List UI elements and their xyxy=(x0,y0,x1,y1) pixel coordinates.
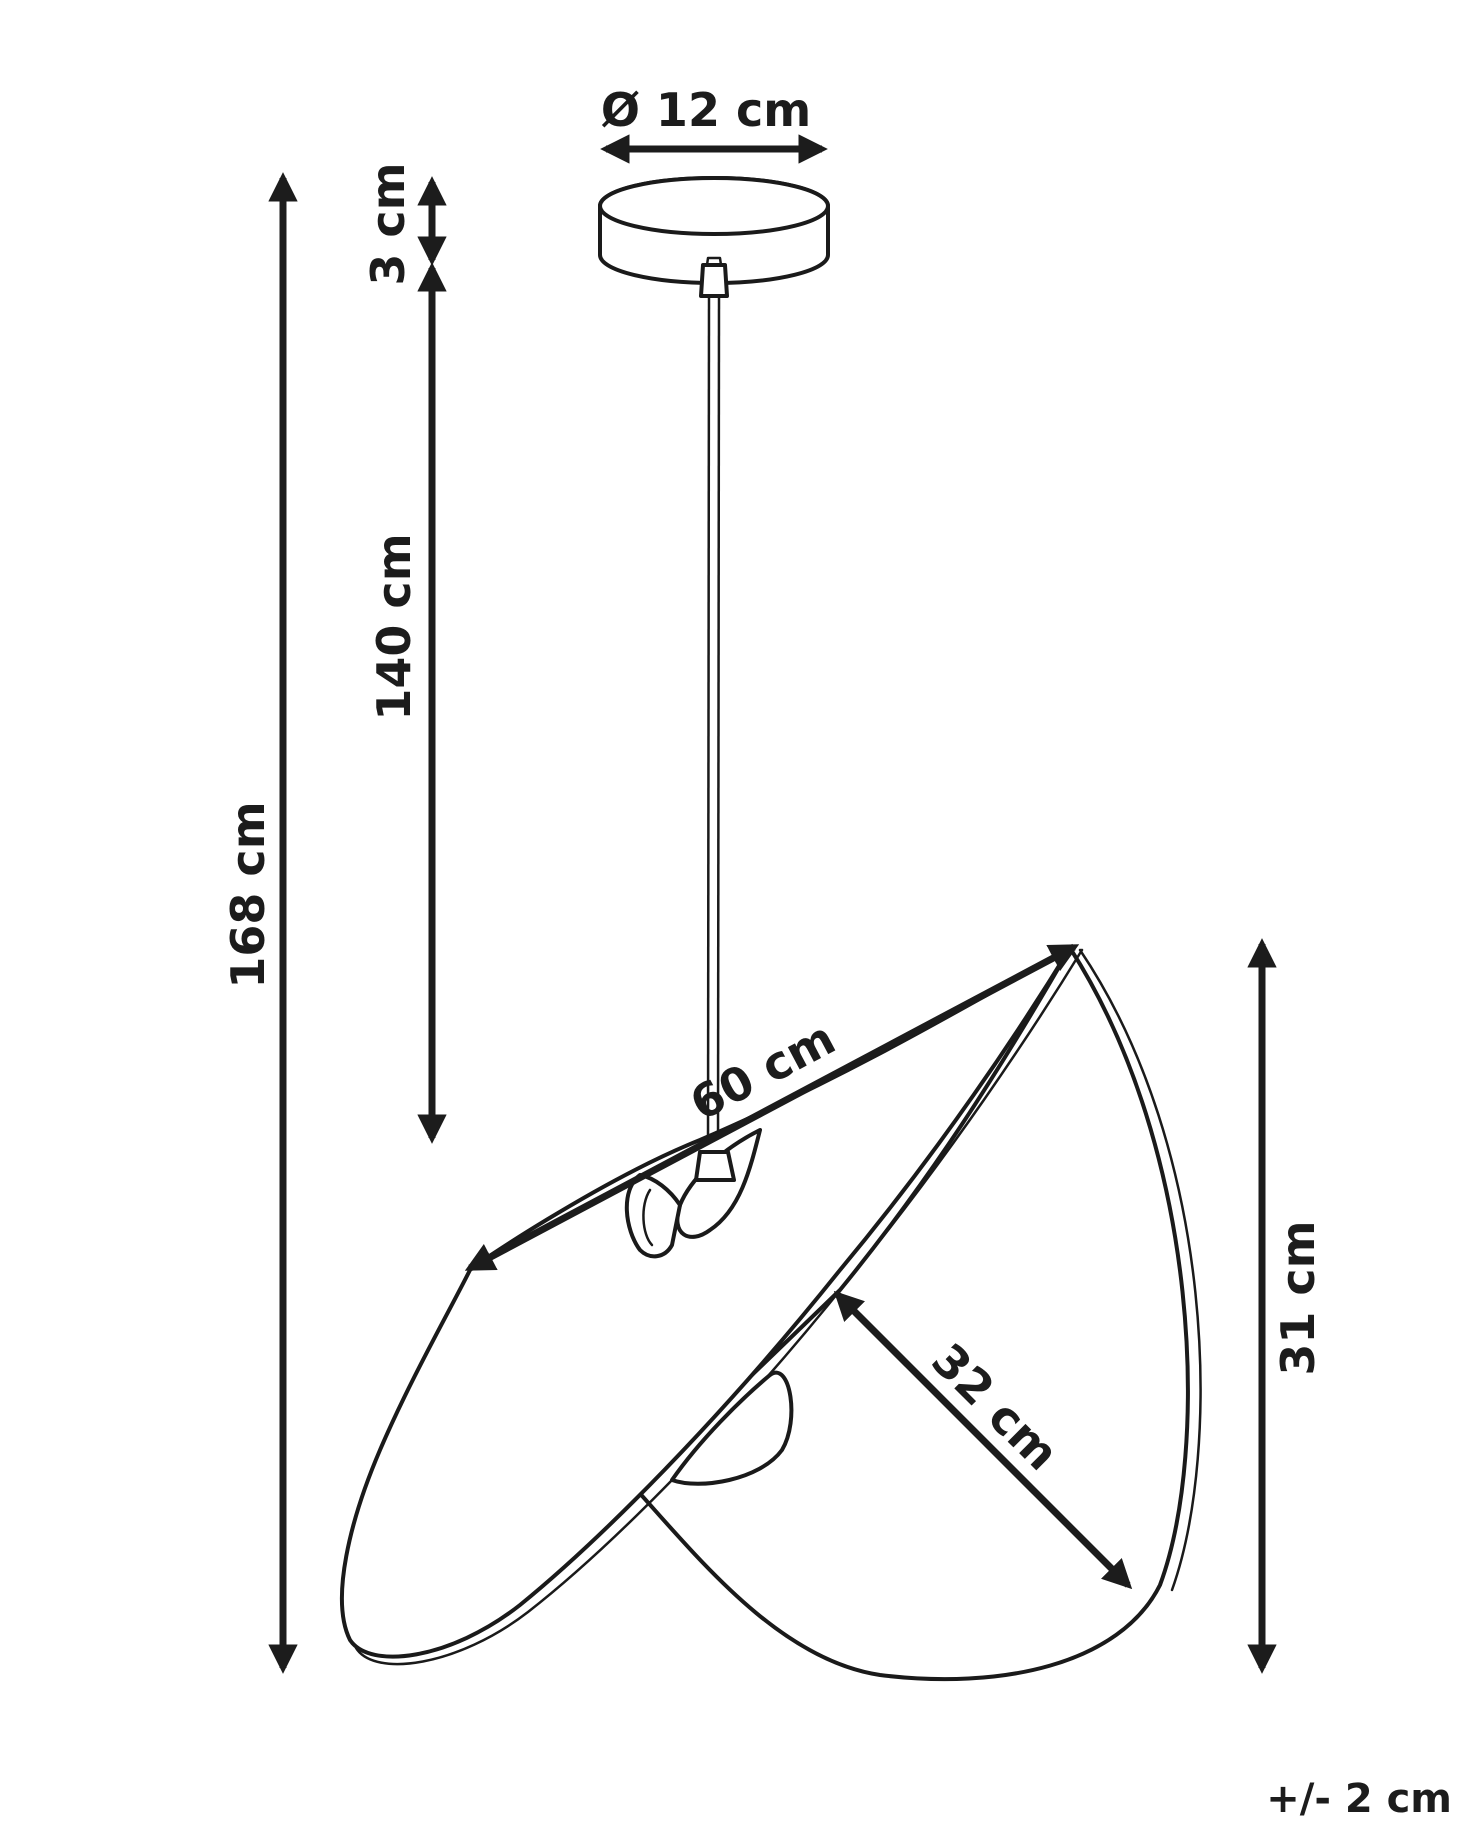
cable-connector xyxy=(699,263,729,298)
canopy-diameter-label: Ø 12 cm xyxy=(601,83,811,137)
shade-depth-arrow xyxy=(833,1290,1133,1590)
shade-width-arrow xyxy=(464,943,1080,1272)
suspension-cable xyxy=(706,295,721,1151)
dimension-lines xyxy=(268,134,1277,1674)
lamp-drawing xyxy=(339,176,1202,1682)
bulb xyxy=(670,1370,794,1486)
tolerance-label: +/- 2 cm xyxy=(1266,1776,1452,1822)
ceiling-canopy xyxy=(598,176,830,285)
cable-length-label: 140 cm xyxy=(367,533,421,720)
canopy-height-label: 3 cm xyxy=(361,162,415,285)
total-height-label: 168 cm xyxy=(221,801,275,988)
shade-height-label: 31 cm xyxy=(1271,1220,1325,1375)
